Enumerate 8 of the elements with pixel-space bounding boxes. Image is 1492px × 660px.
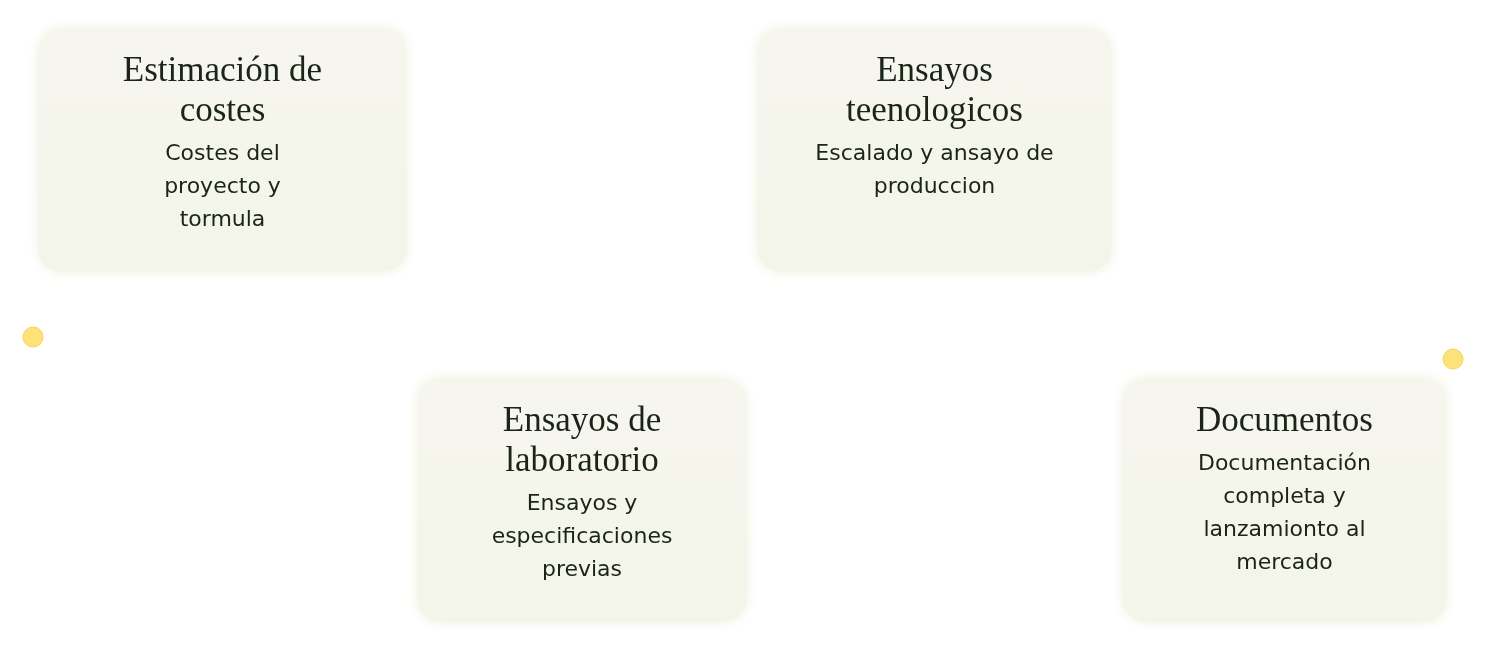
box-heading: Ensayos teenologicos [845,50,1024,130]
box-description: Ensayos y especificaciones previas [490,489,674,583]
box-heading: Estimación de costes [121,50,324,130]
box-description: Documentación completa y lanzamionto al mercado [1196,449,1373,576]
box-heading: Documentos [1196,400,1373,440]
box-description: Costes del proyecto y tormula [163,139,282,233]
box-description: Escalado y ansayo de produccion [814,139,1055,200]
box-heading: Ensayos de laboratorio [501,400,663,480]
